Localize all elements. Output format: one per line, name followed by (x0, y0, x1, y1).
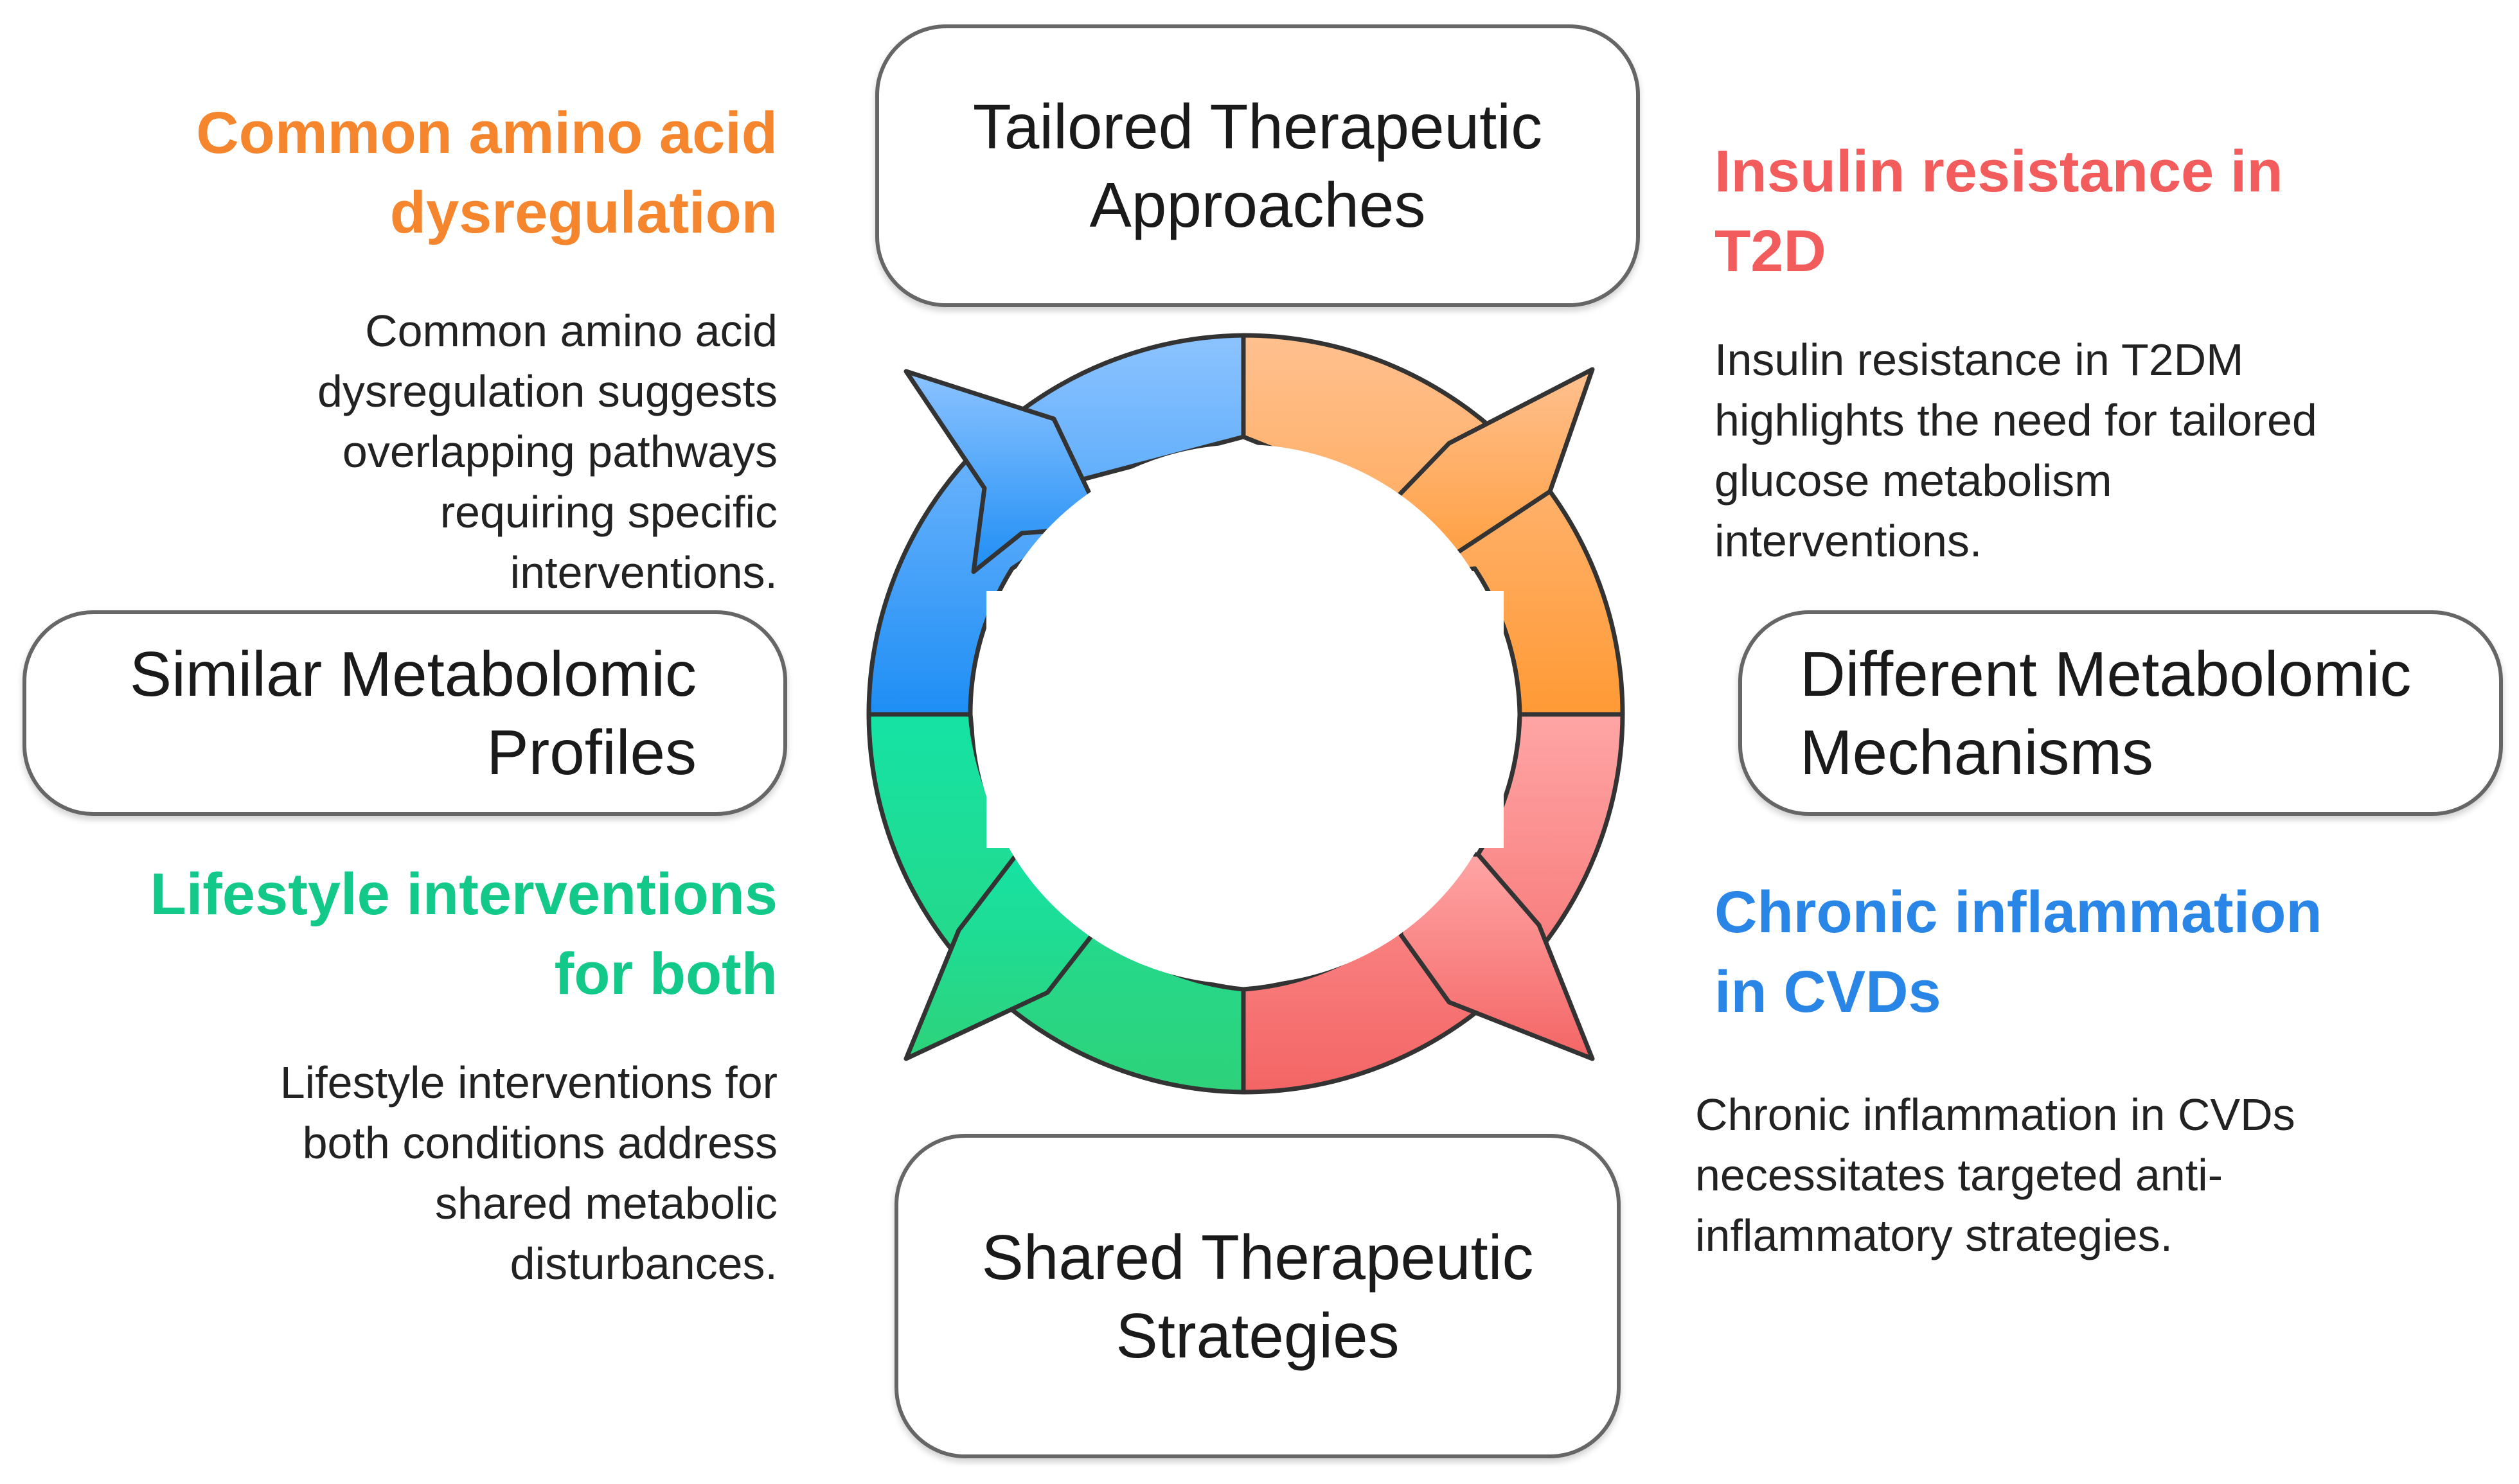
heading-chronic-inflammation: Chronic inflammation in CVDs (1714, 879, 2322, 1025)
box-shared-therapeutic-strategies: Shared Therapeutic Strategies (895, 1134, 1621, 1458)
box-different-metabolomic-mechanisms: Different Metabolomic Mechanisms (1738, 610, 2503, 816)
box-left-label: Similar Metabolomic Profiles (129, 639, 697, 788)
desc-lifestyle-interventions: Lifestyle interventions for both conditi… (280, 1057, 778, 1289)
box-right-label: Different Metabolomic Mechanisms (1800, 639, 2412, 788)
desc-insulin-resistance: Insulin resistance in T2DM highlights th… (1714, 335, 2317, 566)
box-bottom-label: Shared Therapeutic Strategies (981, 1221, 1534, 1371)
heading-insulin-resistance: Insulin resistance in T2D (1714, 139, 2283, 284)
wheel-inner-cross-2 (986, 591, 1504, 848)
heading-common-amino-acid: Common amino acid dysregulation (196, 100, 778, 245)
desc-common-amino-acid: Common amino acid dysregulation suggests… (317, 306, 778, 597)
box-top-label: Tailored Therapeutic Approaches (972, 91, 1543, 240)
box-similar-metabolomic-profiles: Similar Metabolomic Profiles (22, 610, 787, 816)
heading-lifestyle-interventions: Lifestyle interventions for both (150, 861, 778, 1007)
desc-chronic-inflammation: Chronic inflammation in CVDs necessitate… (1695, 1090, 2295, 1260)
box-tailored-therapeutic-approaches: Tailored Therapeutic Approaches (875, 24, 1640, 307)
